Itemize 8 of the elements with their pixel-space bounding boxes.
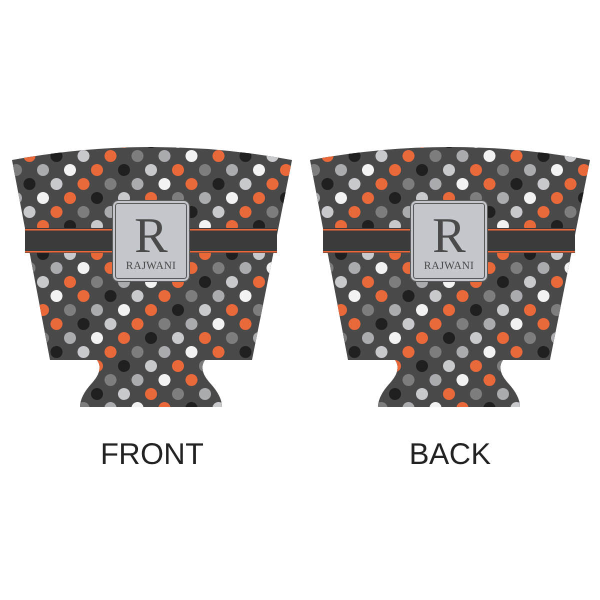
monogram-plate <box>112 200 190 282</box>
monogram-name: RAJWANI <box>424 260 474 272</box>
view-label: FRONT <box>99 438 205 472</box>
view-label: BACK <box>408 438 492 472</box>
monogram-letter: R <box>134 210 168 260</box>
monogram-name: RAJWANI <box>126 260 176 272</box>
monogram-plate <box>410 200 488 282</box>
monogram-letter: R <box>432 210 466 260</box>
